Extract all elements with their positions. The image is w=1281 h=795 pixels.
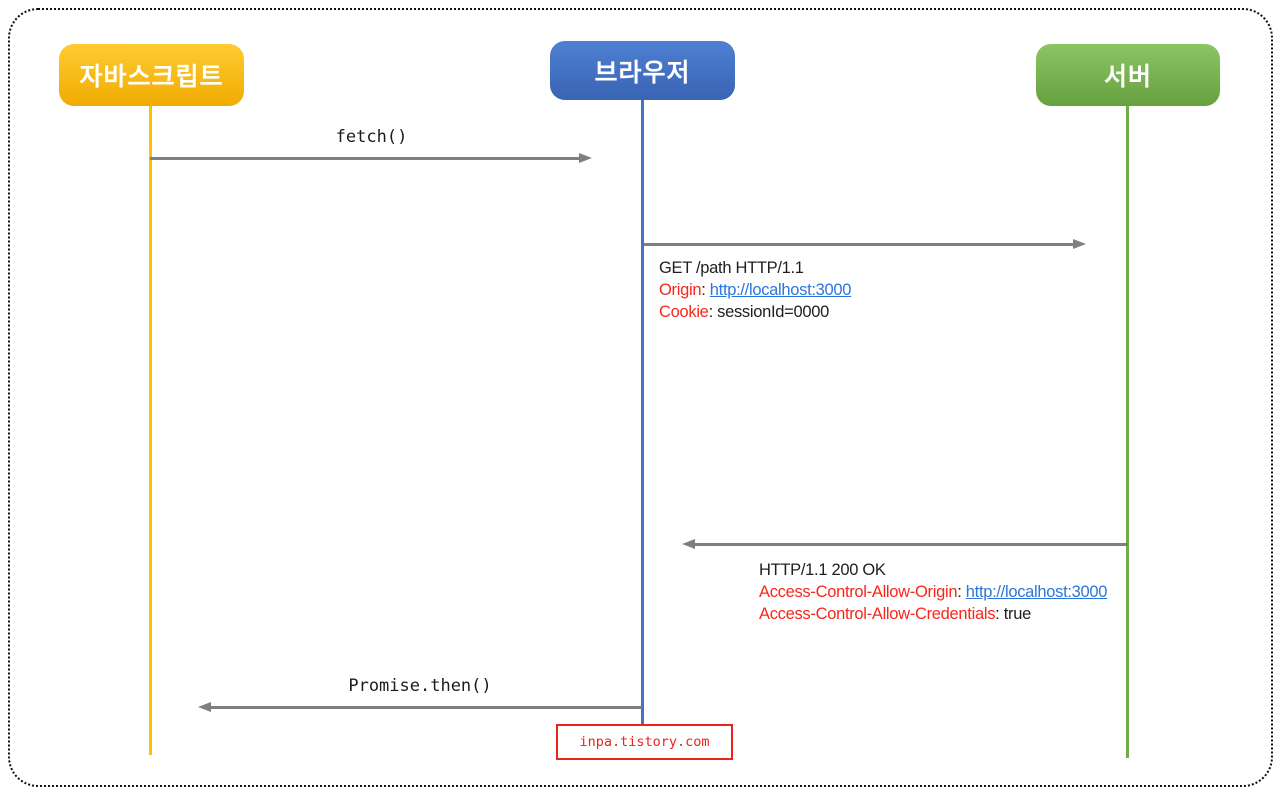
promise-arrow xyxy=(198,702,642,711)
response-arrow xyxy=(682,539,1128,548)
cookie-header-name: Cookie xyxy=(659,303,709,321)
watermark-box: inpa.tistory.com xyxy=(556,724,733,760)
promise-then-label: Promise.then() xyxy=(348,676,492,696)
cookie-value: sessionId=0000 xyxy=(717,303,829,321)
browser-lifeline xyxy=(641,100,644,725)
response-line-acao: Access-Control-Allow-Origin: http://loca… xyxy=(759,583,1108,601)
server-lifeline xyxy=(1126,106,1129,758)
fetch-arrow xyxy=(150,153,592,162)
acao-localhost-link: http://localhost:3000 xyxy=(965,583,1108,601)
watermark-text: inpa.tistory.com xyxy=(579,734,710,750)
request-arrow xyxy=(644,239,1086,248)
javascript-lifeline xyxy=(149,106,152,755)
request-headers-block: GET /path HTTP/1.1 Origin: http://localh… xyxy=(659,257,851,323)
request-line-origin: Origin: http://localhost:3000 xyxy=(659,281,852,299)
actor-javascript: 자바스크립트 xyxy=(59,44,244,106)
response-line-status: HTTP/1.1 200 OK xyxy=(759,561,886,579)
response-headers-block: HTTP/1.1 200 OK Access-Control-Allow-Ori… xyxy=(759,559,1107,625)
origin-header-name: Origin xyxy=(659,281,702,299)
acac-value: true xyxy=(1003,605,1032,623)
fetch-call-label: fetch() xyxy=(335,127,408,147)
origin-localhost-link: http://localhost:3000 xyxy=(709,281,852,299)
actor-server-label: 서버 xyxy=(1103,63,1152,91)
actor-browser: 브라우저 xyxy=(550,41,735,100)
request-line-cookie: Cookie: sessionId=0000 xyxy=(659,303,829,321)
actor-server: 서버 xyxy=(1036,44,1220,106)
acao-header-name: Access-Control-Allow-Origin xyxy=(759,583,958,601)
acac-header-name: Access-Control-Allow-Credentials xyxy=(759,605,996,623)
actor-javascript-label: 자바스크립트 xyxy=(79,63,224,91)
response-line-acac: Access-Control-Allow-Credentials: true xyxy=(759,605,1032,623)
actor-browser-label: 브라우저 xyxy=(594,58,691,87)
request-line-start: GET /path HTTP/1.1 xyxy=(659,259,804,277)
